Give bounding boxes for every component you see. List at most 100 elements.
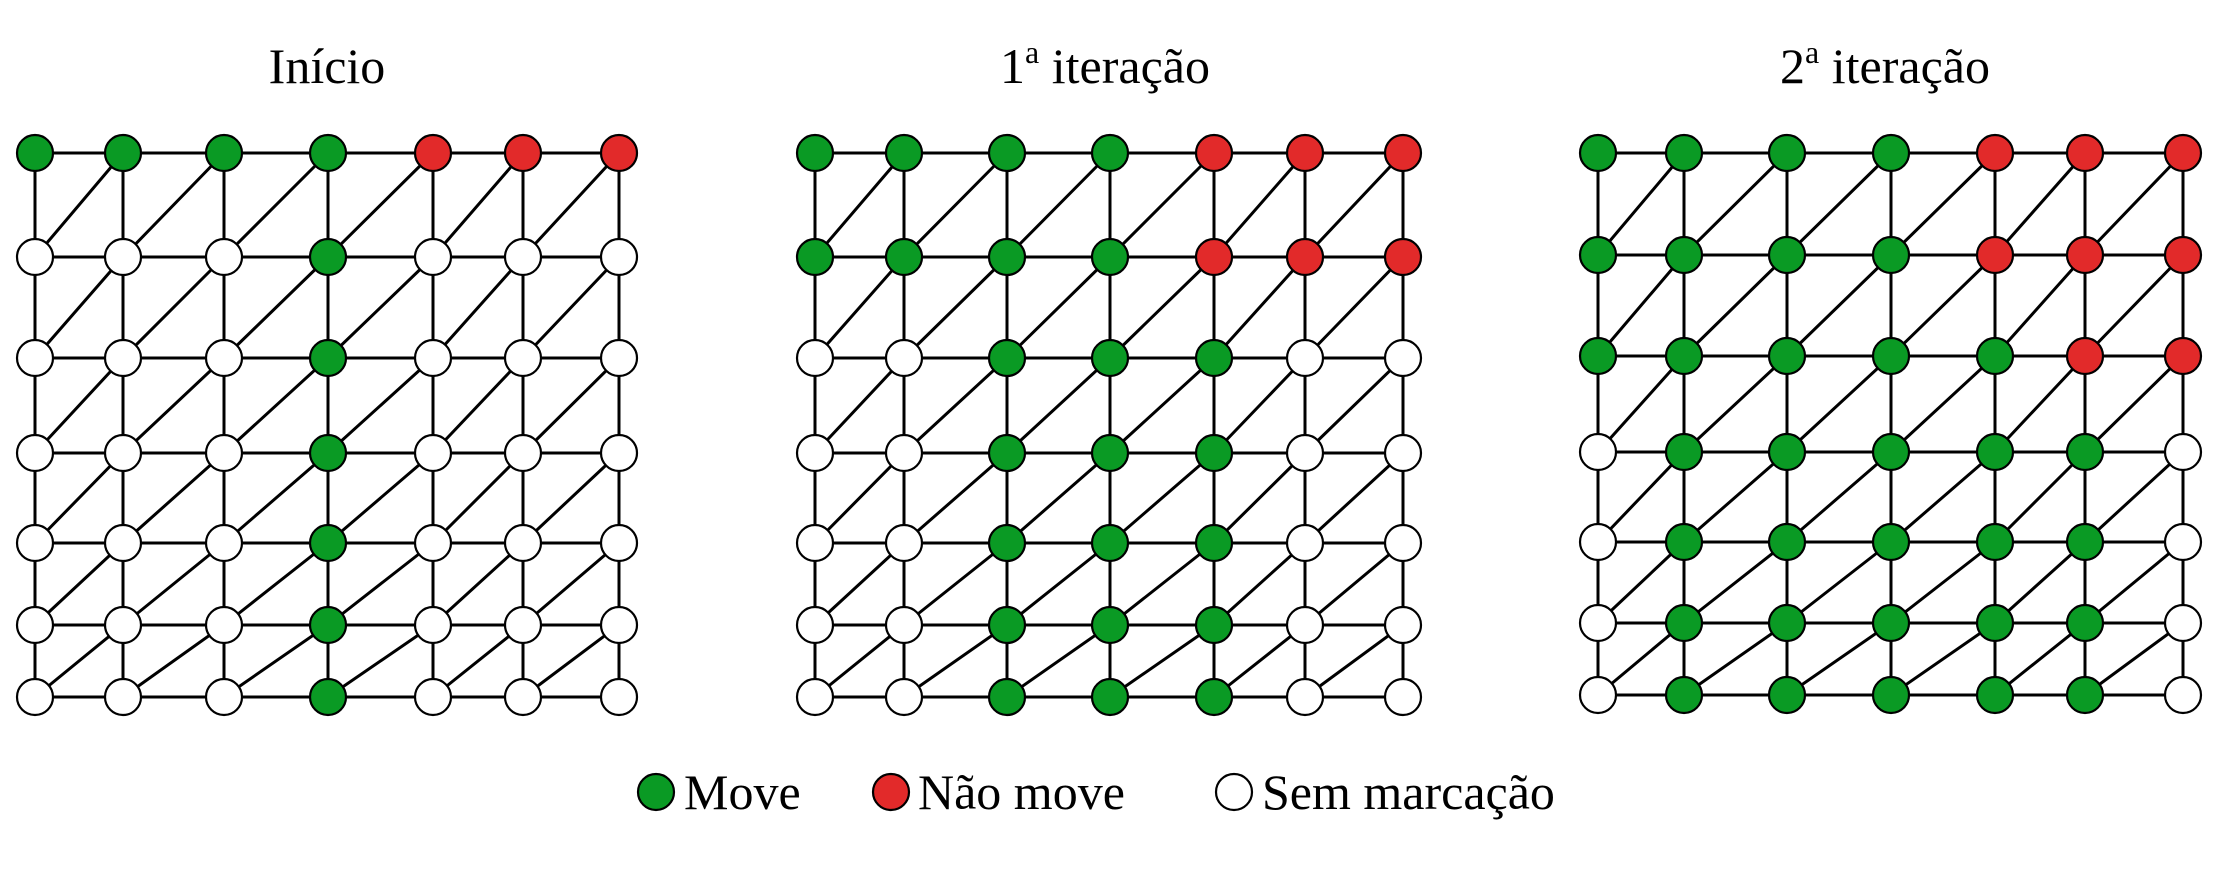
mesh-node-sem-marcacao	[103, 237, 143, 277]
mesh-edge-diagonal	[222, 541, 330, 627]
mesh-node-sem-marcacao	[1578, 603, 1618, 643]
mesh-node-move	[1090, 677, 1130, 717]
mesh-edge-diagonal	[521, 541, 621, 627]
mesh-node-nao-move	[2163, 133, 2203, 173]
mesh-node-move	[1767, 133, 1807, 173]
mesh-node-nao-move	[1285, 237, 1325, 277]
mesh-node-sem-marcacao	[15, 523, 55, 563]
mesh-node-sem-marcacao	[204, 237, 244, 277]
mesh-node-move	[2065, 603, 2105, 643]
mesh-panel-iteration-2	[1578, 133, 2203, 715]
mesh-node-move	[1767, 603, 1807, 643]
mesh-node-sem-marcacao	[1285, 605, 1325, 645]
panel-title-iteration-1: 1a iteração	[1000, 34, 1210, 94]
mesh-node-sem-marcacao	[2163, 432, 2203, 472]
mesh-node-move	[1194, 523, 1234, 563]
mesh-node-sem-marcacao	[884, 677, 924, 717]
mesh-node-sem-marcacao	[599, 433, 639, 473]
mesh-edge-diagonal	[1682, 450, 1789, 544]
mesh-edge-diagonal	[1785, 450, 1893, 544]
mesh-node-move	[2065, 675, 2105, 715]
mesh-edge-diagonal	[1682, 253, 1789, 358]
mesh-node-sem-marcacao	[413, 523, 453, 563]
mesh-panel-inicio	[15, 133, 639, 717]
mesh-node-move	[1090, 338, 1130, 378]
mesh-edge-diagonal	[1889, 450, 1997, 544]
mesh-edge-diagonal	[1993, 450, 2087, 544]
mesh-nodes	[15, 133, 639, 717]
mesh-edge-diagonal	[33, 541, 125, 627]
mesh-edge-diagonal	[1212, 356, 1307, 455]
mesh-node-sem-marcacao	[2163, 603, 2203, 643]
mesh-node-move	[1194, 433, 1234, 473]
mesh-node-move	[1090, 237, 1130, 277]
mesh-node-sem-marcacao	[599, 605, 639, 645]
mesh-node-move	[1664, 675, 1704, 715]
mesh-nodes	[1578, 133, 2203, 715]
mesh-node-move	[2065, 522, 2105, 562]
mesh-node-sem-marcacao	[599, 237, 639, 277]
mesh-node-sem-marcacao	[204, 338, 244, 378]
mesh-edge-diagonal	[1108, 623, 1216, 699]
mesh-edge-diagonal	[1005, 151, 1112, 259]
mesh-node-nao-move	[413, 133, 453, 173]
mesh-node-sem-marcacao	[15, 433, 55, 473]
mesh-node-move	[1871, 235, 1911, 275]
mesh-node-sem-marcacao	[503, 338, 543, 378]
mesh-edge-diagonal	[121, 356, 226, 455]
mesh-edge-diagonal	[1785, 354, 1893, 454]
mesh-node-move	[1578, 235, 1618, 275]
mesh-edge-diagonal	[1682, 621, 1789, 697]
mesh-edge-diagonal	[1889, 253, 1997, 358]
mesh-edge-diagonal	[1785, 621, 1893, 697]
mesh-edge-diagonal	[2083, 354, 2185, 454]
legend-nao-move-label: Não move	[918, 764, 1125, 820]
mesh-node-move	[1871, 675, 1911, 715]
mesh-node-sem-marcacao	[1285, 433, 1325, 473]
mesh-node-move	[1871, 603, 1911, 643]
mesh-edge-diagonal	[1005, 541, 1112, 627]
mesh-node-move	[1090, 605, 1130, 645]
mesh-edge-diagonal	[1785, 540, 1893, 625]
mesh-node-move	[1664, 432, 1704, 472]
mesh-node-sem-marcacao	[599, 677, 639, 717]
mesh-node-nao-move	[1194, 237, 1234, 277]
mesh-node-nao-move	[1975, 133, 2015, 173]
mesh-node-move	[103, 133, 143, 173]
mesh-edge-diagonal	[1993, 540, 2087, 625]
iteration-1-label: iteração	[1039, 38, 1210, 94]
mesh-edge-diagonal	[1005, 255, 1112, 360]
mesh-edge-diagonal	[431, 255, 525, 360]
mesh-edge-diagonal	[1212, 451, 1307, 545]
mesh-edge-diagonal	[121, 451, 226, 545]
mesh-node-sem-marcacao	[413, 433, 453, 473]
mesh-edge-diagonal	[1596, 354, 1686, 454]
mesh-node-sem-marcacao	[1383, 523, 1423, 563]
mesh-node-sem-marcacao	[503, 237, 543, 277]
mesh-edge-diagonal	[1889, 621, 1997, 697]
mesh-edge-diagonal	[326, 151, 435, 259]
mesh-node-move	[1767, 432, 1807, 472]
mesh-edge-diagonal	[222, 356, 330, 455]
mesh-node-move	[308, 677, 348, 717]
mesh-edge-diagonal	[1596, 540, 1686, 625]
panel-title-iteration-2: 2a iteração	[1780, 34, 1990, 94]
mesh-edge-diagonal	[222, 255, 330, 360]
mesh-edge-diagonal	[1108, 255, 1216, 360]
mesh-node-sem-marcacao	[15, 237, 55, 277]
mesh-edge-diagonal	[1212, 151, 1307, 259]
mesh-node-move	[1664, 603, 1704, 643]
mesh-node-move	[795, 133, 835, 173]
mesh-edge-diagonal	[1108, 151, 1216, 259]
mesh-node-move	[1194, 605, 1234, 645]
mesh-node-move	[884, 237, 924, 277]
iteration-1-superscript: a	[1025, 34, 1039, 70]
mesh-node-nao-move	[1383, 237, 1423, 277]
mesh-edge-diagonal	[1682, 540, 1789, 625]
mesh-edge-diagonal	[1993, 354, 2087, 454]
mesh-edge-diagonal	[2083, 253, 2185, 358]
mesh-node-sem-marcacao	[795, 433, 835, 473]
mesh-edge-diagonal	[431, 541, 525, 627]
mesh-edge-diagonal	[326, 451, 435, 545]
mesh-node-move	[1090, 523, 1130, 563]
